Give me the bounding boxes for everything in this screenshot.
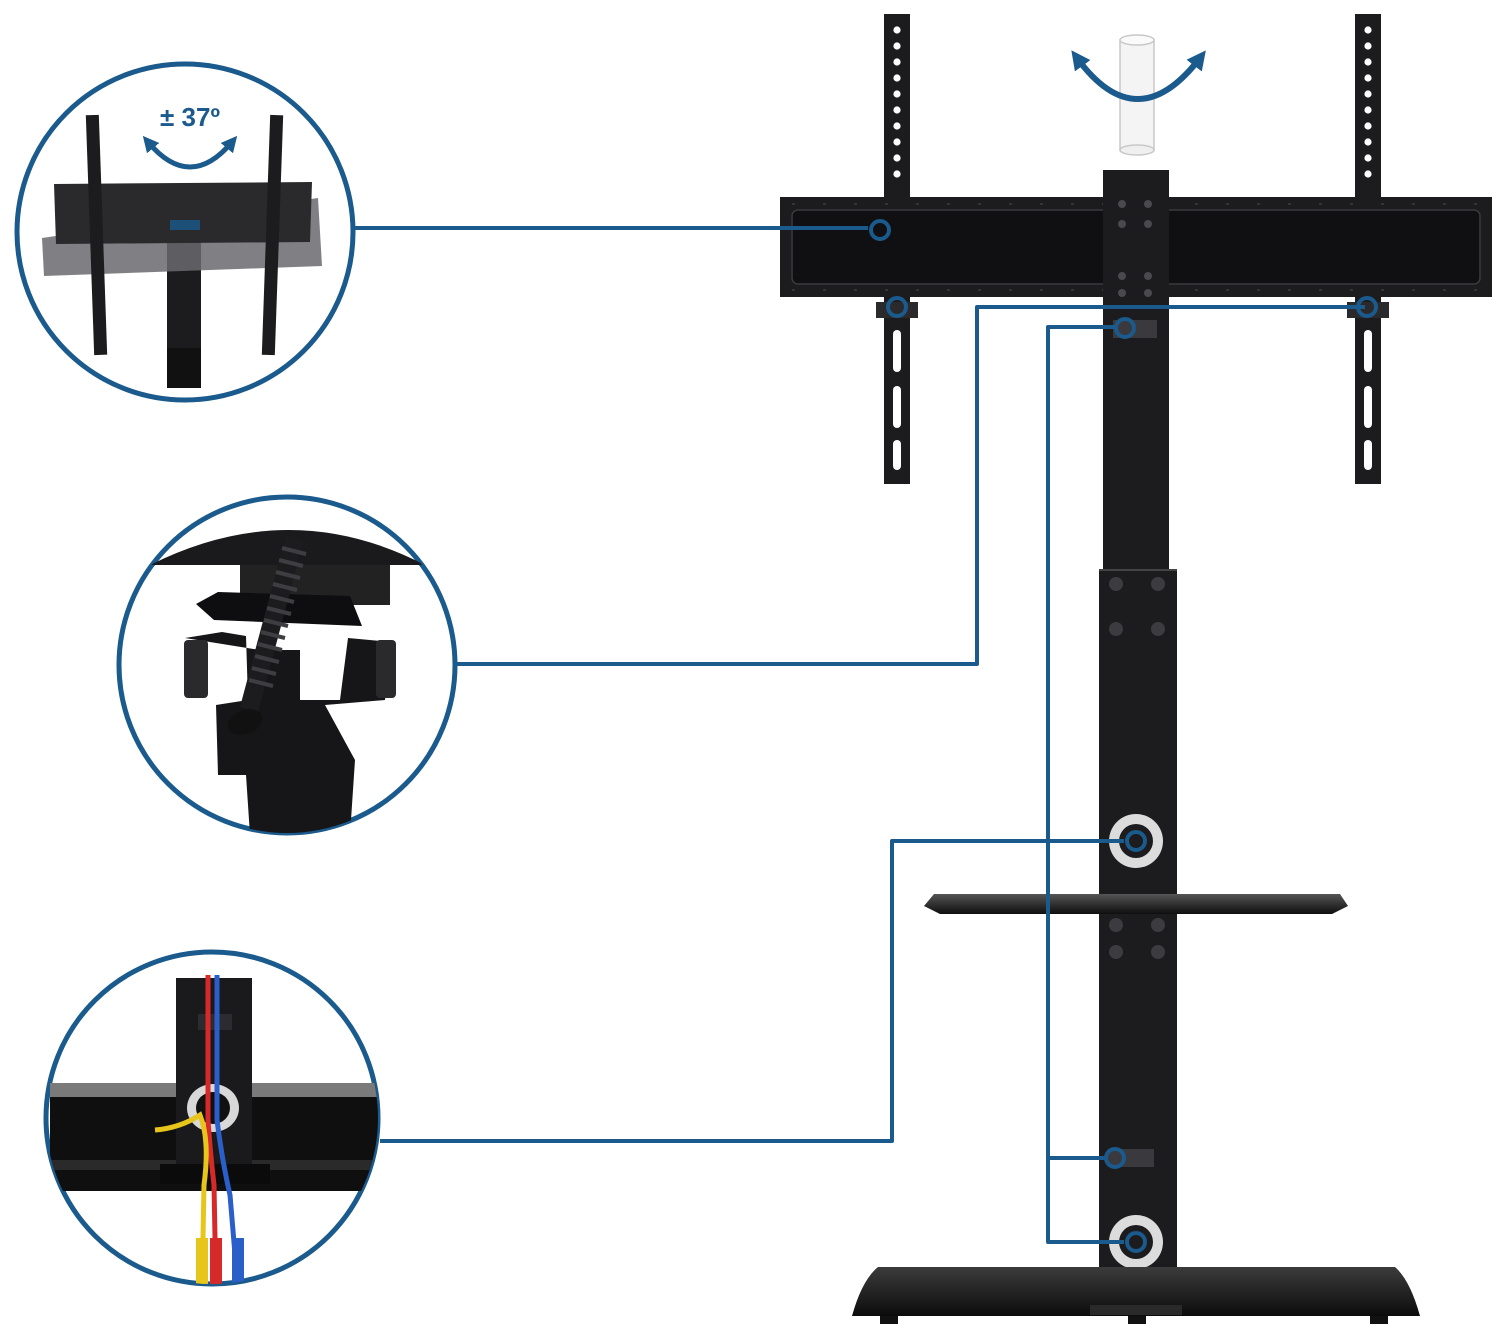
main-column [1099,170,1177,1315]
tilt-arrow-icon [142,135,238,170]
callout-dot-cable-lower [1125,1231,1147,1253]
callout-dot-clip-lower [1104,1147,1126,1169]
callout-line-knob [455,305,1365,666]
cables [154,975,241,1284]
lower-cable-clip [1108,1149,1154,1167]
callout-dot-knob-left [886,296,908,318]
callout-dot-knob-right [1356,296,1378,318]
left-arm-holes [893,26,901,470]
tv-stand-product [780,14,1492,1324]
right-arm-holes [1364,26,1372,470]
column-sleeve-bolts [1109,577,1165,959]
callout-dot-tilt [869,219,891,241]
tilt-angle-label: ± 37º [160,102,220,132]
tilt-detail-circle: ± 37º [14,61,356,403]
tilt-lock-bolt [227,535,307,735]
tempered-glass-base [852,1267,1420,1324]
swivel-arrow-icon [1071,50,1206,102]
column-head-bolts [1118,200,1152,297]
callout-line-clips [1046,325,1124,1244]
cable-yellow [154,1111,209,1284]
cable-management-detail-circle [43,949,381,1287]
callout-dot-cable-upper [1125,830,1147,852]
cable-blue [214,975,241,1284]
callout-dot-clip-upper [1114,317,1136,339]
callout-lines [352,219,1378,1253]
callout-line-cable [380,839,1124,1143]
glass-shelf [924,894,1348,914]
knob-detail-circle [116,494,458,836]
cable-red [205,975,219,1284]
